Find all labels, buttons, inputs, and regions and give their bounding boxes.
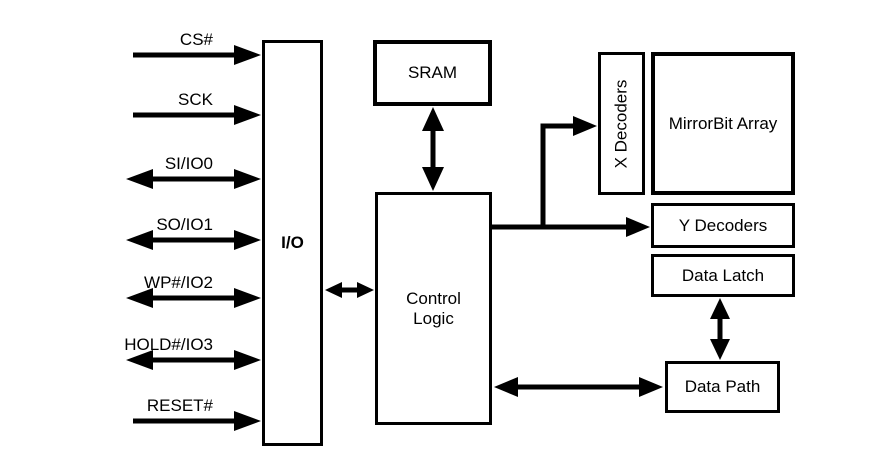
wp-io2-arrow <box>126 288 261 308</box>
hold-io3-arrow <box>126 350 261 370</box>
block-y-decoders: Y Decoders <box>651 203 795 248</box>
io-control-arrow <box>325 282 374 298</box>
signal-label-hold-io3: HOLD#/IO3 <box>124 335 213 354</box>
sck-arrow <box>133 105 261 125</box>
block-y-decoders-label: Y Decoders <box>678 215 768 235</box>
block-control-logic-label: Control Logic <box>406 288 461 328</box>
block-x-decoders-label: X Decoders <box>611 79 631 168</box>
block-data-path: Data Path <box>665 361 780 413</box>
block-io: I/O <box>262 40 323 446</box>
block-x-decoders: X Decoders <box>598 52 645 195</box>
signal-label-cs: CS# <box>179 30 213 49</box>
signal-label-sck: SCK <box>178 90 213 109</box>
signal-label-wp-io2: WP#/IO2 <box>144 273 213 292</box>
control-datapath-arrow <box>494 377 663 397</box>
block-sram: SRAM <box>373 40 492 106</box>
block-io-label: I/O <box>281 233 304 252</box>
signal-label-si-io0: SI/IO0 <box>164 154 213 173</box>
si-io0-arrow <box>126 169 261 189</box>
block-data-latch: Data Latch <box>651 254 795 297</box>
signal-label-reset: RESET# <box>146 396 213 415</box>
reset-arrow <box>133 411 261 431</box>
block-data-latch-label: Data Latch <box>681 265 765 285</box>
so-io1-arrow <box>126 230 261 250</box>
control-ydecoders-arrow <box>490 217 650 237</box>
cs-arrow <box>133 45 261 65</box>
block-mirrorbit-array: MirrorBit Array <box>651 52 795 195</box>
control-xdecoders-arrow <box>540 116 597 229</box>
sram-control-arrow <box>422 107 444 191</box>
block-mirrorbit-array-label: MirrorBit Array <box>668 113 778 133</box>
block-sram-label: SRAM <box>407 63 458 82</box>
signal-label-so-io1: SO/IO1 <box>156 215 213 234</box>
block-control-logic: Control Logic <box>375 192 492 425</box>
datalatch-datapath-arrow <box>710 298 730 360</box>
block-data-path-label: Data Path <box>684 377 761 396</box>
